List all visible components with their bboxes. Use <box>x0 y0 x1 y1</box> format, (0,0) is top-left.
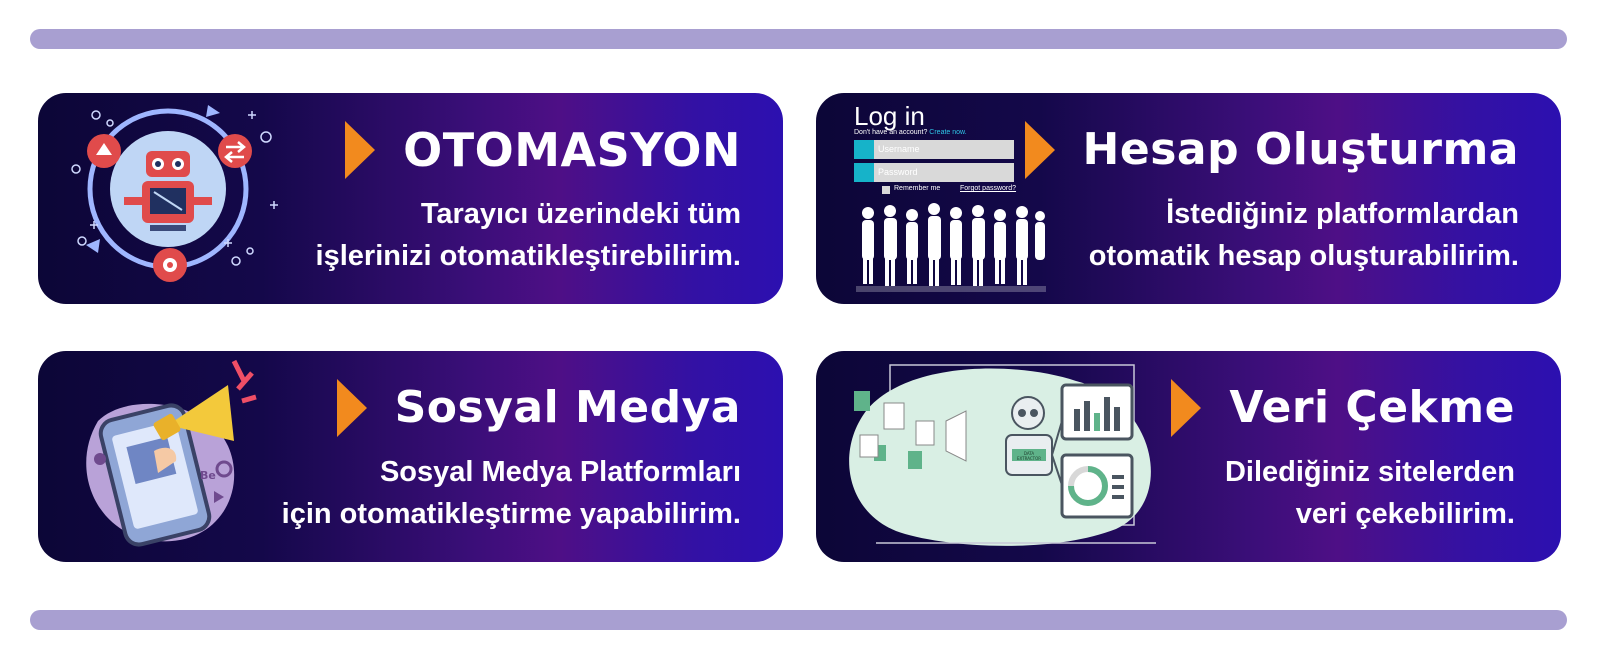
top-divider-bar <box>30 29 1567 49</box>
data-illustration-art <box>849 364 1156 546</box>
service-card-data-scraping: DATA EXTRACTOR Veri Çekme Dilediğiniz si… <box>816 351 1561 562</box>
behance-icon: Be <box>200 469 216 482</box>
card-title: Hesap Oluşturma <box>1082 124 1519 175</box>
remember-checkbox[interactable] <box>882 186 890 194</box>
card-title: Veri Çekme <box>1229 382 1515 433</box>
description-line: otomatik hesap oluşturabilirim. <box>1088 240 1519 272</box>
lock-icon <box>854 163 874 182</box>
service-card-automation: OTOMASYON Tarayıcı üzerindeki tüm işleri… <box>38 93 783 304</box>
signup-link[interactable]: Create now. <box>929 129 967 136</box>
chevron-right-icon <box>1024 121 1055 179</box>
megaphone-phone-icon: Be <box>38 351 268 562</box>
chevron-right-icon <box>336 379 367 437</box>
password-placeholder: Password <box>874 163 1014 182</box>
robot-label: DATA EXTRACTOR <box>1016 451 1042 461</box>
signup-prompt-text: Don't have an account? <box>854 129 928 136</box>
description-line: Tarayıcı üzerindeki tüm <box>420 198 741 230</box>
service-card-account-creation: Log in Don't have an account? Create now… <box>816 93 1561 304</box>
card-title: Sosyal Medya <box>394 382 741 433</box>
description-line: İstediğiniz platformlardan <box>1166 198 1519 230</box>
description-line: Dilediğiniz sitelerden <box>1224 456 1515 488</box>
card-description: Tarayıcı üzerindeki tüm işlerinizi otoma… <box>316 193 741 277</box>
remember-label: Remember me <box>894 185 941 192</box>
automation-robot-icon <box>71 105 278 282</box>
description-line: veri çekebilirim. <box>1295 498 1515 530</box>
card-description: Sosyal Medya Platformları için otomatikl… <box>282 451 741 535</box>
data-robot-illustration: DATA EXTRACTOR <box>816 351 1176 562</box>
bottom-divider-bar <box>30 610 1567 630</box>
card-description: İstediğiniz platformlardan otomatik hesa… <box>1089 193 1519 277</box>
description-line: işlerinizi otomatikleştirebilirim. <box>315 240 741 272</box>
username-placeholder: Username <box>874 140 1014 159</box>
service-card-social-media: Be Sosyal Medya Sosyal Medya Platformlar… <box>38 351 783 562</box>
social-illustration-art <box>86 359 257 547</box>
signup-prompt: Don't have an account? Create now. <box>854 129 967 136</box>
card-description: Dilediğiniz sitelerden veri çekebilirim. <box>1225 451 1515 535</box>
username-field[interactable]: Username <box>854 140 1014 159</box>
forgot-password-link[interactable]: Forgot password? <box>960 185 1017 192</box>
description-line: Sosyal Medya Platformları <box>379 456 741 488</box>
chevron-right-icon <box>1171 379 1202 437</box>
user-icon <box>854 140 874 159</box>
password-field[interactable]: Password <box>854 163 1014 182</box>
login-heading: Log in <box>854 101 925 131</box>
chevron-right-icon <box>345 121 376 179</box>
card-title: OTOMASYON <box>403 123 741 177</box>
description-line: için otomatikleştirme yapabilirim. <box>281 498 741 530</box>
login-form-illustration: Log in Don't have an account? Create now… <box>816 93 1056 304</box>
people-silhouettes-icon <box>856 203 1046 292</box>
